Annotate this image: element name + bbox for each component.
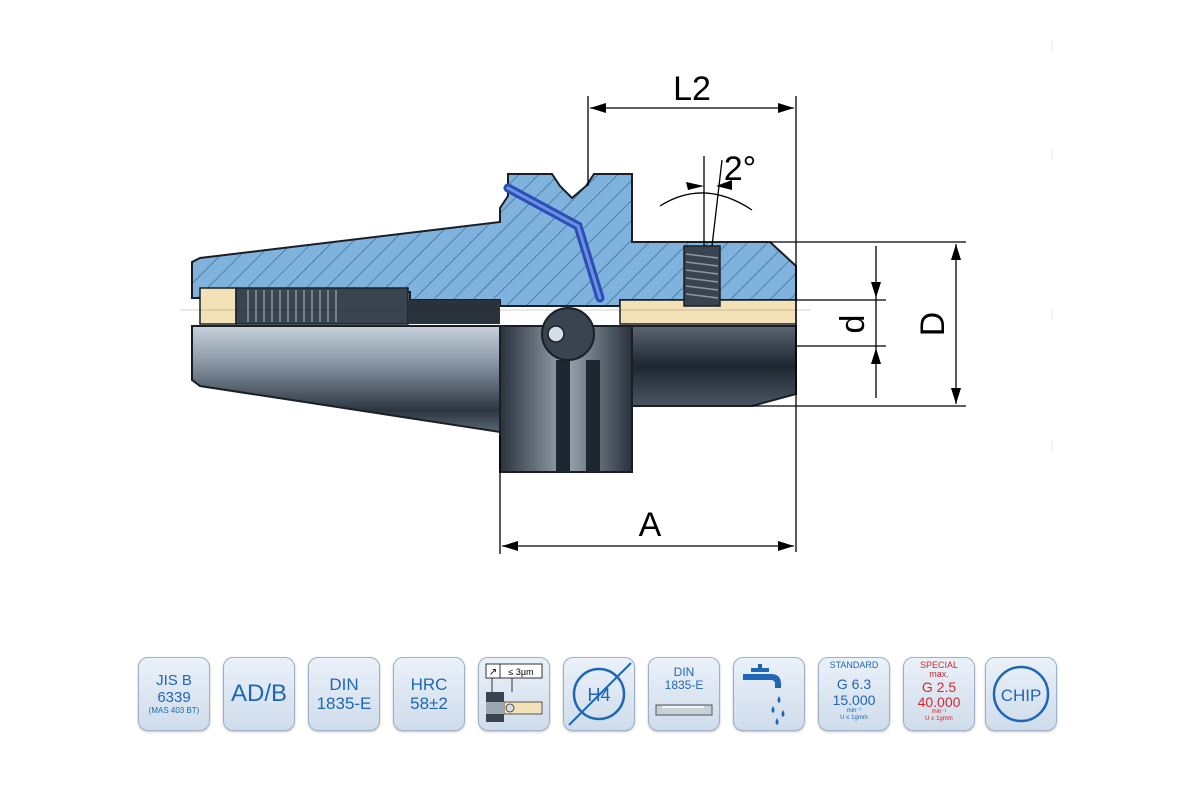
badge-standard-speed: 15.000	[832, 692, 876, 708]
dim-d: d	[834, 315, 872, 334]
chip-icon: CHIP	[992, 665, 1050, 723]
dim-D: D	[914, 312, 952, 337]
badge-standard-unit: min⁻¹	[846, 708, 862, 714]
badge-chip-label: CHIP	[1001, 686, 1042, 705]
badge-jis-line3: (MAS 403 BT)	[148, 706, 200, 715]
badge-hrc: HRC 58±2	[393, 657, 465, 731]
badge-din-1: DIN 1835-E	[308, 657, 380, 731]
badge-jis-line1: JIS B	[156, 672, 192, 689]
badge-din-2-line1: DIN	[673, 665, 695, 679]
badge-adb: AD/B	[223, 657, 295, 731]
badge-chip: CHIP	[985, 657, 1057, 731]
badge-special: SPECIAL max. G 2.5 40.000 min⁻¹ U ≤ 1gmm	[903, 657, 975, 731]
dim-angle: 2°	[724, 150, 757, 188]
badge-special-grade: G 2.5	[921, 679, 957, 695]
badge-special-balance: U ≤ 1gmm	[925, 716, 953, 722]
badge-standard-balance: U ≤ 1gmm	[840, 715, 868, 721]
badge-jis: JIS B 6339 (MAS 403 BT)	[138, 657, 210, 731]
badge-special-unit: min⁻¹	[931, 709, 947, 715]
badge-adb-label: AD/B	[230, 680, 287, 707]
badge-standard: STANDARD G 6.3 15.000 min⁻¹ U ≤ 1gmm	[818, 657, 890, 731]
badge-special-max: max.	[929, 669, 949, 679]
badge-runout-label: ≤ 3µm	[508, 667, 533, 677]
badge-jis-line2: 6339	[157, 689, 191, 706]
tool-holder-drawing: L2 A 2° d D	[180, 40, 1053, 554]
section-body	[191, 173, 797, 307]
thread-bore	[235, 287, 409, 325]
badge-h4: H4	[563, 657, 635, 731]
h4-tolerance-icon: H4	[568, 662, 632, 726]
badge-standard-title: STANDARD	[829, 660, 879, 670]
keyway	[541, 307, 595, 361]
coolant-tap-icon	[743, 664, 785, 725]
badge-h4-label: H4	[587, 685, 610, 705]
badge-special-title: SPECIAL	[919, 660, 959, 670]
badge-special-speed: 40.000	[917, 694, 961, 710]
badge-coolant	[733, 657, 805, 731]
dim-A: A	[639, 506, 662, 544]
badge-din-1-line2: 1835-E	[316, 694, 372, 713]
shank-icon	[655, 704, 713, 716]
badge-hrc-line2: 58±2	[410, 694, 448, 713]
runout-icon: ↗ ≤ 3µm	[485, 663, 543, 722]
badge-hrc-line1: HRC	[410, 675, 448, 694]
svg-text:↗: ↗	[489, 667, 497, 678]
badge-runout: ↗ ≤ 3µm	[478, 657, 550, 731]
taper-exterior	[191, 325, 501, 434]
dim-L2: L2	[673, 70, 711, 108]
badge-din-1-line1: DIN	[329, 675, 359, 694]
badge-din-2: DIN 1835-E	[648, 657, 720, 731]
badge-standard-grade: G 6.3	[836, 676, 872, 692]
nose-exterior	[631, 325, 797, 407]
badge-din-2-line2: 1835-E	[664, 678, 704, 692]
